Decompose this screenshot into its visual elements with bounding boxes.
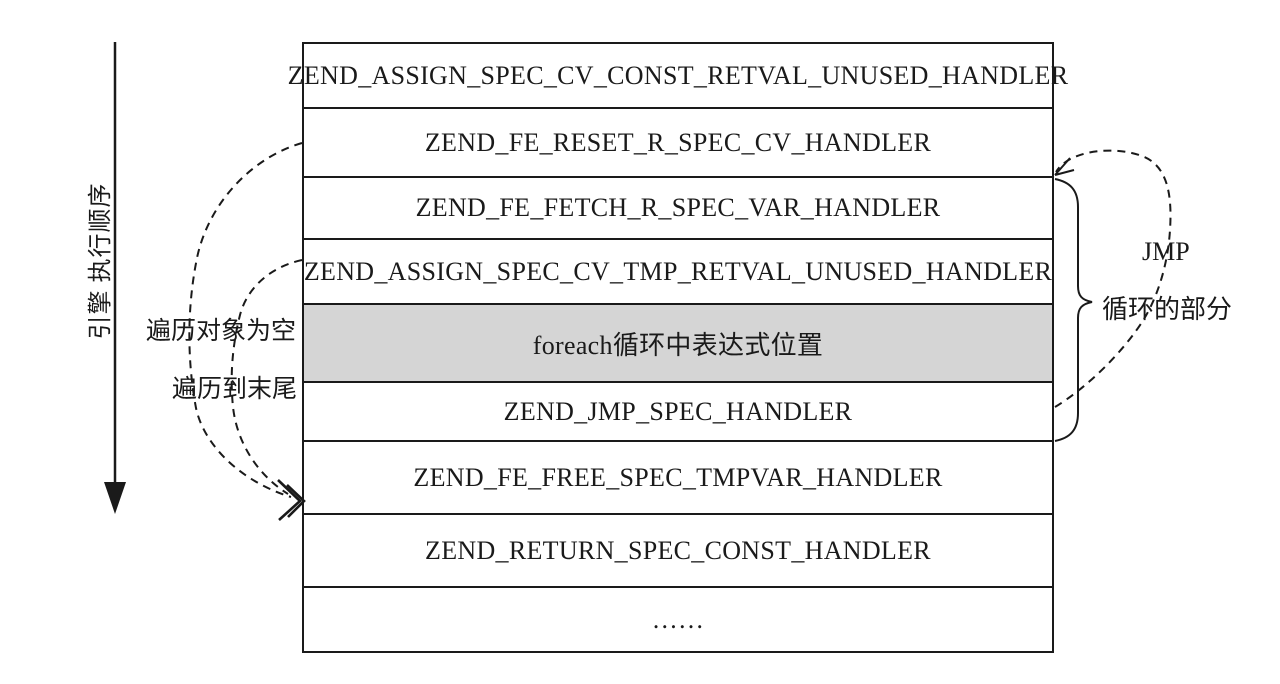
handler-row-fe-fetch: ZEND_FE_FETCH_R_SPEC_VAR_HANDLER <box>304 178 1052 240</box>
execution-order-label: 引擎 执行顺序 <box>88 182 114 340</box>
annotation-jmp: JMP <box>1142 237 1190 266</box>
down-arrowhead-icon <box>104 482 126 514</box>
jmp-loop-curve <box>1054 149 1172 408</box>
handler-row-return-const: ZEND_RETURN_SPEC_CONST_HANDLER <box>304 515 1052 588</box>
annotation-end-traversal: 遍历到末尾 <box>171 376 297 403</box>
handler-row-fe-reset: ZEND_FE_RESET_R_SPEC_CV_HANDLER <box>304 109 1052 178</box>
opcode-table: ZEND_ASSIGN_SPEC_CV_CONST_RETVAL_UNUSED_… <box>288 42 1068 653</box>
annotation-loop-part: 循环的部分 <box>1102 295 1233 324</box>
handler-row-assign-cv-const: ZEND_ASSIGN_SPEC_CV_CONST_RETVAL_UNUSED_… <box>288 44 1068 109</box>
handler-row-assign-cv-tmp: ZEND_ASSIGN_SPEC_CV_TMP_RETVAL_UNUSED_HA… <box>304 240 1052 305</box>
jmp-arrowhead-icon <box>1054 157 1075 176</box>
handler-row-ellipsis: …… <box>304 588 1052 651</box>
annotation-empty-traversal: 遍历对象为空 <box>145 318 296 345</box>
handler-row-fe-free: ZEND_FE_FREE_SPEC_TMPVAR_HANDLER <box>304 442 1052 515</box>
handler-row-foreach-expression: foreach循环中表达式位置 <box>304 305 1052 383</box>
loop-section-brace <box>1054 178 1093 442</box>
handler-row-jmp: ZEND_JMP_SPEC_HANDLER <box>304 383 1052 442</box>
merge-arrowhead-icon <box>277 479 306 521</box>
